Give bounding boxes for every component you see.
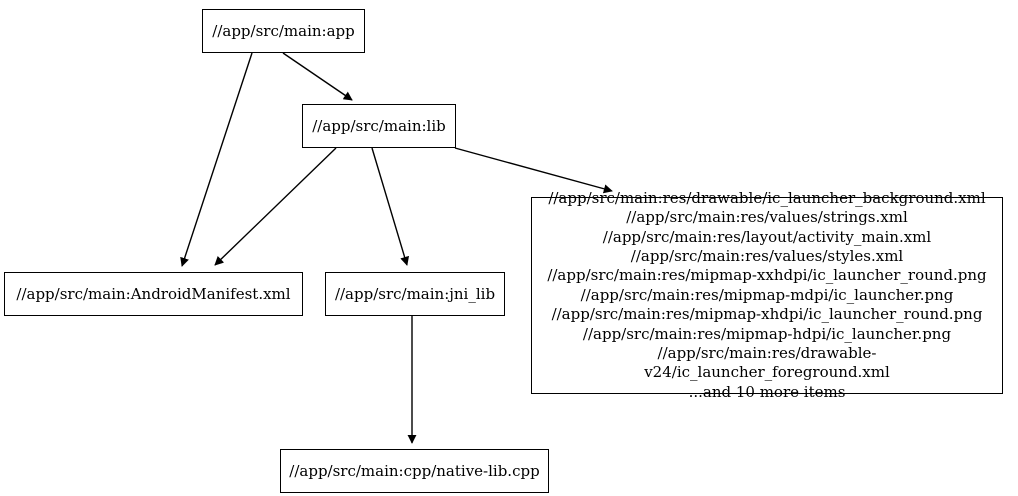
edge-app-to-manifest (180, 52, 253, 267)
node-app[interactable]: //app/src/main:app (202, 9, 365, 53)
res-group-line: //app/src/main:res/values/styles.xml (630, 246, 904, 265)
node-android-manifest-label: //app/src/main:AndroidManifest.xml (16, 284, 291, 303)
node-lib[interactable]: //app/src/main:lib (302, 104, 456, 148)
res-group-line: //app/src/main:res/mipmap-mdpi/ic_launch… (580, 285, 954, 304)
res-group-line: //app/src/main:res/mipmap-xxhdpi/ic_laun… (547, 266, 987, 285)
edge-lib-to-jni-lib (371, 147, 410, 266)
node-android-manifest[interactable]: //app/src/main:AndroidManifest.xml (4, 272, 303, 316)
edge-lib-to-res-group (454, 147, 613, 194)
res-group-line: //app/src/main:res/mipmap-hdpi/ic_launch… (582, 324, 952, 343)
node-native-lib-cpp-label: //app/src/main:cpp/native-lib.cpp (289, 461, 540, 480)
res-group-line: //app/src/main:res/mipmap-xhdpi/ic_launc… (551, 305, 983, 324)
node-lib-label: //app/src/main:lib (312, 116, 446, 135)
edge-app-to-lib (282, 52, 353, 101)
node-res-group-label: //app/src/main:res/drawable/ic_launcher_… (538, 189, 996, 402)
node-jni-lib[interactable]: //app/src/main:jni_lib (325, 272, 505, 316)
res-group-line: ...and 10 more items (688, 382, 846, 401)
edge-lib-to-manifest (214, 147, 337, 266)
node-res-group[interactable]: //app/src/main:res/drawable/ic_launcher_… (531, 189, 1003, 401)
node-jni-lib-label: //app/src/main:jni_lib (334, 284, 496, 303)
res-group-line: //app/src/main:res/drawable-v24/ic_launc… (644, 344, 890, 382)
res-group-line: //app/src/main:res/drawable/ic_launcher_… (548, 188, 986, 207)
res-group-line: //app/src/main:res/layout/activity_main.… (602, 227, 932, 246)
node-native-lib-cpp[interactable]: //app/src/main:cpp/native-lib.cpp (280, 449, 549, 493)
res-group-line: //app/src/main:res/values/strings.xml (626, 208, 908, 227)
node-app-label: //app/src/main:app (212, 21, 355, 40)
